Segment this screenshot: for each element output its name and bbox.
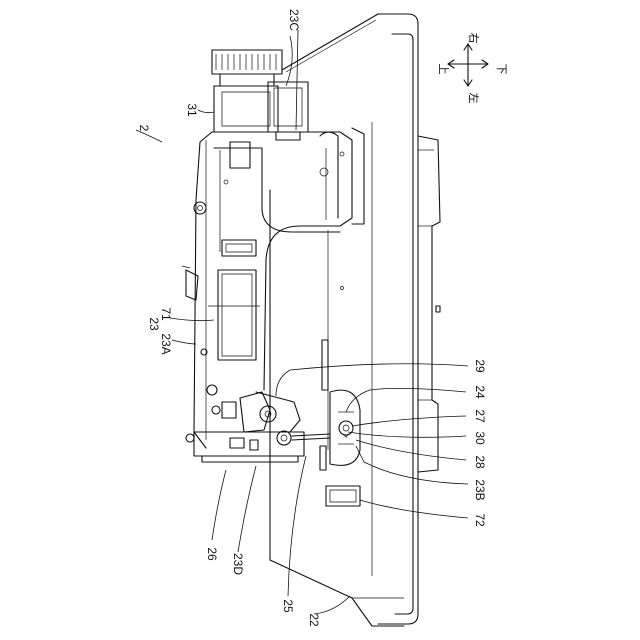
label-72: 72: [473, 513, 487, 527]
label-23: 23: [147, 317, 161, 331]
label-fig-2: 2: [137, 125, 151, 132]
direction-left-label: 左: [467, 93, 480, 104]
reference-labels: 2 23C 31 23 71 23A 29 24 27 30 28 23B 72…: [137, 9, 487, 627]
label-23D: 23D: [231, 553, 245, 575]
label-23A: 23A: [159, 333, 173, 354]
direction-right-label: 右: [467, 33, 481, 44]
label-31: 31: [185, 103, 199, 117]
direction-up-label: 上: [437, 64, 450, 75]
arm-details: [182, 180, 260, 414]
handwheel: [212, 50, 282, 132]
side-housing: [418, 136, 440, 472]
label-25: 25: [281, 599, 295, 613]
label-22: 22: [307, 613, 321, 627]
label-23B: 23B: [473, 479, 487, 500]
needle-head: [186, 392, 330, 462]
operation-panel: [218, 240, 256, 360]
label-26: 26: [205, 547, 219, 561]
label-27: 27: [473, 409, 487, 423]
label-30: 30: [473, 431, 487, 445]
label-24: 24: [473, 385, 487, 399]
motor-block: [268, 82, 308, 140]
label-71: 71: [159, 307, 173, 321]
label-29: 29: [473, 359, 487, 373]
label-23C: 23C: [287, 9, 301, 31]
throat-plate: [320, 390, 360, 470]
direction-down-label: 下: [495, 64, 508, 75]
label-28: 28: [473, 455, 487, 469]
direction-indicator: 上 下 右 左: [437, 33, 508, 104]
machine-arm: [194, 128, 364, 448]
